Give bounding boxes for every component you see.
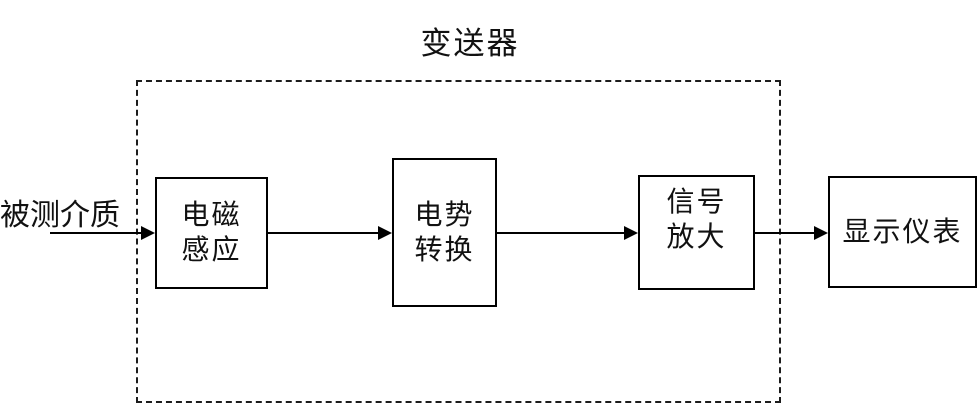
flow-arrow-output-head-icon — [814, 226, 828, 240]
flow-arrow-input-head-icon — [141, 226, 155, 240]
block-potential-conversion: 电势 转换 — [392, 158, 497, 307]
transmitter-dashed-boundary — [136, 80, 781, 403]
flow-arrow-1-line — [268, 232, 379, 234]
flow-arrow-input-line — [50, 232, 142, 234]
flow-arrow-2-line — [497, 232, 625, 234]
flow-arrow-1-head-icon — [378, 226, 392, 240]
flow-arrow-2-head-icon — [624, 226, 638, 240]
flow-arrow-output-line — [755, 232, 815, 234]
block-electromagnetic-induction: 电磁 感应 — [155, 177, 268, 289]
block-display-instrument: 显示仪表 — [828, 176, 977, 288]
diagram-title: 变送器 — [420, 26, 520, 61]
block-signal-amplification: 信号 放大 — [638, 175, 755, 290]
input-medium-label: 被测介质 — [0, 199, 120, 232]
